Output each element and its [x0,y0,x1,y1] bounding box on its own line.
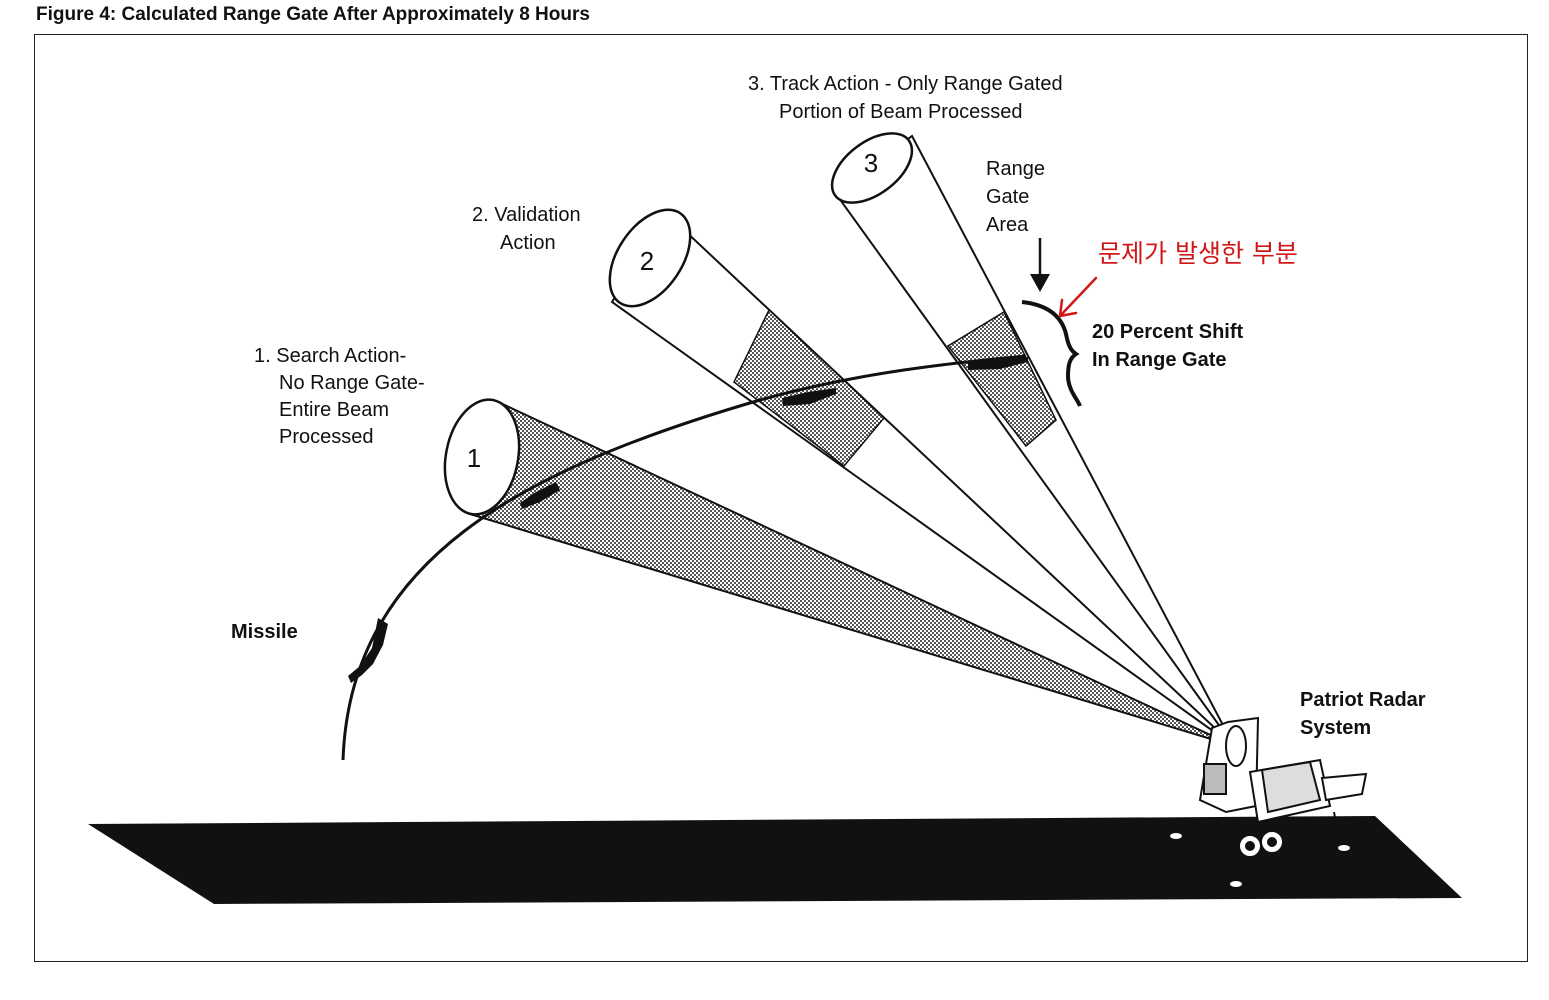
beam-2-aperture [608,208,692,308]
missile-marker-3-icon [968,357,1028,370]
beam-1-aperture [443,398,521,516]
figure-title: Figure 4: Calculated Range Gate After Ap… [36,4,590,25]
figure-frame [34,34,1528,962]
range-gate-arrow-icon [1030,238,1050,292]
range-gate-brace [1021,300,1082,407]
range-gate-shift-label: 20 Percent Shift In Range Gate [1092,321,1249,371]
beam-3-gate [946,310,1057,448]
beam-3-number: 3 [864,148,878,178]
beam-3-label: 3. Track Action - Only Range Gated Porti… [748,73,1068,123]
beam-1-label: 1. Search Action- No Range Gate- Entire … [254,345,430,448]
beam-3: 3 [830,132,1235,747]
missile-label: Missile [231,621,298,643]
range-gate-area-label: Range Gate Area [986,158,1051,236]
beam-2-number: 2 [640,246,654,276]
annotation-arrow-icon [1058,276,1098,318]
radar-label: Patriot Radar System [1300,689,1431,739]
missile-marker-2-icon [782,388,836,406]
beam-1: 1 [443,398,1235,747]
handwritten-annotation: 문제가 발생한 부분 [1098,239,1298,268]
missile-marker-1-icon [520,482,560,509]
ground-plane [88,816,1462,904]
beam-1-number: 1 [467,443,481,473]
missile-icon [348,618,388,683]
radar-vehicle-icon [1168,716,1368,889]
beam-3-aperture [830,132,914,204]
beam-2-label: 2. Validation Action [472,204,586,254]
